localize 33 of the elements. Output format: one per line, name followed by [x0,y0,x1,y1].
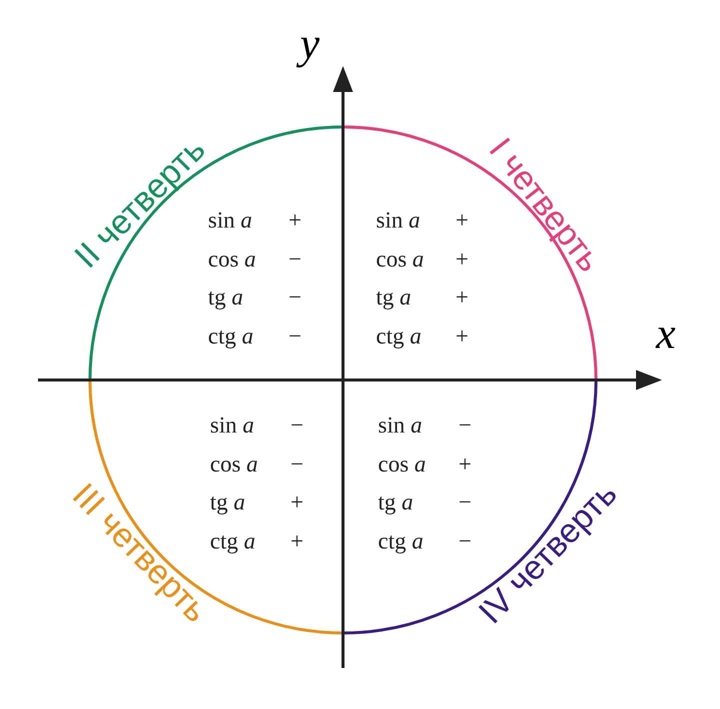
sign-symbol: + [458,452,472,475]
sign-symbol: − [288,324,302,347]
sign-symbol: − [458,529,472,552]
sign-symbol: + [456,286,468,308]
function-name: cos a [208,247,256,270]
function-name: tg a [378,490,414,514]
sign-symbol: − [458,414,472,436]
function-name: ctg a [376,324,422,347]
sign-symbol: + [456,208,468,232]
sign-symbol: + [290,490,304,514]
sign-symbol: − [288,286,302,308]
sign-symbol: + [456,324,468,347]
function-name: ctg a [378,529,424,552]
function-name: ctg a [208,324,254,347]
function-name: cos a [210,452,258,475]
function-name: tg a [210,490,246,514]
function-name: tg a [208,286,244,308]
function-name: sin a [378,414,422,436]
sign-symbol: − [458,490,472,514]
function-name: sin a [210,414,254,436]
function-name: cos a [376,247,424,270]
sign-symbol: + [288,208,302,232]
function-name: cos a [378,452,426,475]
function-name: sin a [208,208,252,232]
function-name: ctg a [210,529,256,552]
sign-symbol: − [290,414,304,436]
sign-symbol: + [456,247,468,270]
function-name: tg a [376,286,412,308]
sign-symbol: + [290,529,304,552]
axis-label: x [656,312,676,356]
sign-symbol: − [290,452,304,475]
function-name: sin a [376,208,420,232]
sign-symbol: − [288,247,302,270]
